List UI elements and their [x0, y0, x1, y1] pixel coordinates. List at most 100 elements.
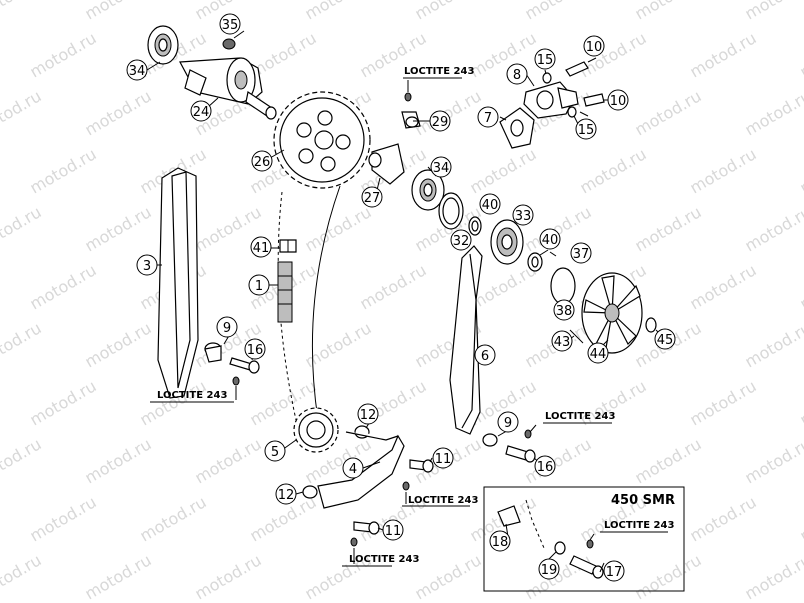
watermark-text: motod.ru — [796, 260, 804, 313]
tensioner-bolts-drawing — [542, 61, 605, 118]
loctite-label-guide-lower: LOCTITE 243 — [349, 554, 419, 565]
watermark-text: motod.ru — [631, 0, 704, 23]
part-label-45: 45 — [654, 328, 676, 350]
rail-bushing-right-drawing — [482, 433, 498, 447]
part-label-12-lower: 12 — [275, 483, 297, 505]
part-label-16-left: 16 — [244, 338, 266, 360]
part-label-4: 4 — [342, 457, 364, 479]
part-label-10-mid: 10 — [607, 89, 629, 111]
watermark-text: motod.ru — [576, 144, 649, 197]
part-label-7: 7 — [477, 106, 499, 128]
watermark-text: motod.ru — [631, 550, 704, 603]
watermark-text: motod.ru — [796, 376, 804, 429]
part-label-27: 27 — [361, 186, 383, 208]
part-label-1: 1 — [248, 274, 270, 296]
svg-text:34: 34 — [129, 64, 146, 79]
gasket-drawing — [499, 107, 535, 149]
watermark-text: motod.ru — [0, 0, 45, 23]
watermark-text: motod.ru — [411, 86, 484, 139]
watermark-text: motod.ru — [26, 492, 99, 545]
watermark-text: motod.ru — [741, 202, 804, 255]
svg-text:5: 5 — [271, 445, 279, 460]
part-label-40-a: 40 — [479, 193, 501, 215]
watermark-text: motod.ru — [81, 434, 154, 487]
watermark-text: motod.ru — [686, 260, 759, 313]
loctite-label-inset: LOCTITE 243 — [604, 520, 674, 531]
washer-a-drawing — [468, 216, 482, 236]
watermark-text: motod.ru — [26, 376, 99, 429]
watermark-text: motod.ru — [521, 550, 594, 603]
part-label-11-lower: 11 — [382, 519, 404, 541]
part-label-29: 29 — [429, 110, 451, 132]
watermark-text: motod.ru — [631, 86, 704, 139]
chain-guide-lower-drawing — [317, 431, 405, 509]
inset-frame — [483, 486, 685, 592]
svg-text:26: 26 — [254, 155, 271, 170]
svg-text:12: 12 — [360, 408, 377, 423]
svg-text:33: 33 — [515, 209, 532, 224]
spring-drawing — [222, 30, 245, 50]
part-label-17: 17 — [603, 560, 625, 582]
chain-link-clip-drawing — [279, 239, 297, 253]
bushing-lower-drawing — [302, 485, 318, 499]
bracket-drawing — [368, 143, 405, 185]
watermark-text: motod.ru — [686, 144, 759, 197]
svg-text:8: 8 — [513, 68, 521, 83]
watermark-text: motod.ru — [741, 0, 804, 23]
svg-text:35: 35 — [222, 18, 239, 33]
watermark-text: motod.ru — [796, 144, 804, 197]
svg-text:37: 37 — [573, 247, 590, 262]
watermark-text: motod.ru — [301, 202, 374, 255]
watermark-text: motod.ru — [26, 28, 99, 81]
watermark-text: motod.ru — [741, 86, 804, 139]
svg-text:15: 15 — [578, 123, 595, 138]
svg-text:7: 7 — [484, 111, 492, 126]
svg-text:6: 6 — [481, 349, 489, 364]
pin-drawing — [569, 329, 584, 344]
guide-bolt-upper-drawing — [402, 459, 434, 491]
part-label-41: 41 — [250, 236, 272, 258]
part-label-8: 8 — [506, 63, 528, 85]
watermark-text: motod.ru — [466, 28, 539, 81]
svg-text:40: 40 — [482, 198, 499, 213]
part-drawings — [146, 25, 685, 592]
watermark-text: motod.ru — [686, 376, 759, 429]
part-label-32: 32 — [450, 229, 472, 251]
watermark-text: motod.ru — [631, 434, 704, 487]
watermark-text: motod.ru — [466, 144, 539, 197]
part-label-15-mid: 15 — [575, 118, 597, 140]
loctite-label-rail-left: LOCTITE 243 — [157, 390, 227, 401]
cam-sprocket-drawing — [273, 91, 371, 189]
watermark-text: motod.ru — [741, 318, 804, 371]
svg-text:16: 16 — [247, 343, 264, 358]
part-label-38: 38 — [553, 299, 575, 321]
part-label-11-upper: 11 — [432, 447, 454, 469]
camshaft-drawing — [179, 57, 277, 120]
tensioner-drawing — [523, 81, 579, 119]
svg-text:41: 41 — [253, 241, 270, 256]
part-label-9-left: 9 — [216, 316, 238, 338]
watermark-text: motod.ru — [26, 260, 99, 313]
svg-text:9: 9 — [504, 416, 512, 431]
watermark-text: motod.ru — [356, 260, 429, 313]
svg-text:12: 12 — [278, 488, 295, 503]
watermark-text: motod.ru — [741, 434, 804, 487]
loctite-labels: LOCTITE 243 LOCTITE 243 LOCTITE 243 LOCT… — [157, 66, 674, 565]
inset-title: 450 SMR — [611, 493, 675, 508]
watermark-text: motod.ru — [411, 0, 484, 23]
watermark-text: motod.ru — [81, 202, 154, 255]
svg-text:10: 10 — [610, 94, 627, 109]
watermark-text: motod.ru — [0, 202, 45, 255]
watermark-text: motod.ru — [521, 0, 594, 23]
rail-bolt-right-drawing — [505, 429, 536, 463]
svg-text:10: 10 — [586, 40, 603, 55]
watermark-text: motod.ru — [411, 550, 484, 603]
tensioner-rail-drawing — [449, 245, 483, 435]
svg-text:19: 19 — [541, 563, 558, 578]
watermark-text: motod.ru — [686, 492, 759, 545]
svg-text:9: 9 — [223, 321, 231, 336]
svg-text:1: 1 — [255, 279, 263, 294]
watermark-text: motod.ru — [136, 492, 209, 545]
watermark-text: motod.ru — [81, 0, 154, 23]
